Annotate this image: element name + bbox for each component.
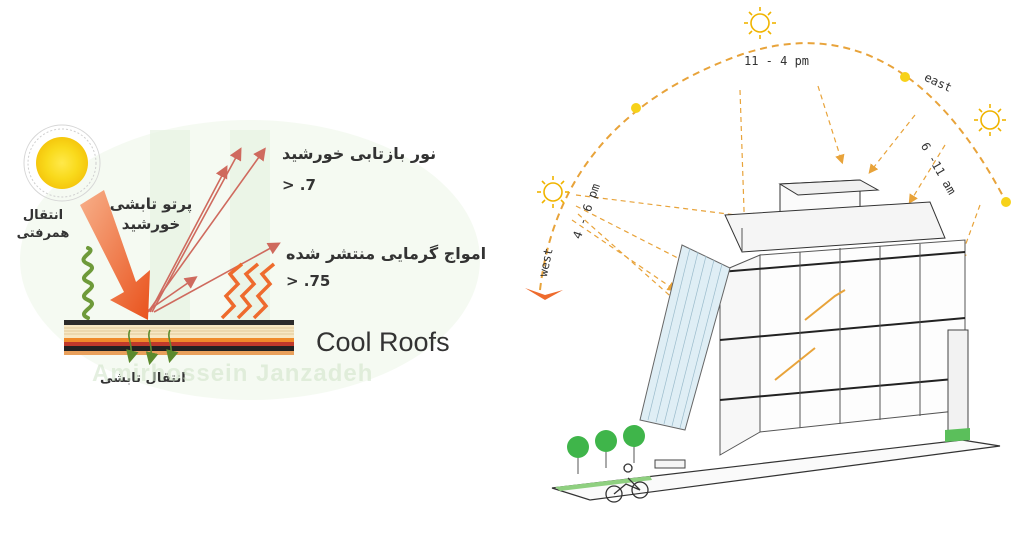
sun-position-dot bbox=[900, 72, 910, 82]
bench-icon bbox=[655, 460, 685, 468]
convection-label-line1: انتقال bbox=[8, 207, 78, 225]
reflected-light-label: نور بازتابی خورشید bbox=[282, 144, 436, 163]
solar-radiation-label-line2: خورشید bbox=[96, 214, 206, 234]
convection-label-line2: همرفتی bbox=[8, 225, 78, 243]
sun-icon-morning bbox=[974, 104, 1006, 136]
thermal-waves-label: امواج گرمایی منتشر شده bbox=[286, 244, 486, 263]
sun-position-dot bbox=[631, 103, 641, 113]
watermark-text: Amirhossein Janzadeh bbox=[92, 360, 373, 388]
cool-roofs-title: Cool Roofs bbox=[316, 327, 450, 358]
reflected-value: > .7 bbox=[282, 176, 316, 194]
thermal-value: > .75 bbox=[286, 272, 330, 290]
tree-icons bbox=[567, 425, 645, 474]
solar-radiation-label-line1: پرتو تابشی bbox=[96, 194, 206, 214]
sun-position-dot bbox=[1001, 197, 1011, 207]
west-arrow-icon bbox=[525, 288, 563, 300]
watermark-shape bbox=[150, 130, 190, 340]
solar-radiation-label: پرتو تابشی خورشید bbox=[96, 194, 206, 234]
roof-section bbox=[64, 320, 294, 355]
time-label-noon: 11 - 4 pm bbox=[744, 54, 809, 68]
sun-icon-noon bbox=[744, 7, 776, 39]
convection-label: انتقال همرفتی bbox=[8, 207, 78, 243]
